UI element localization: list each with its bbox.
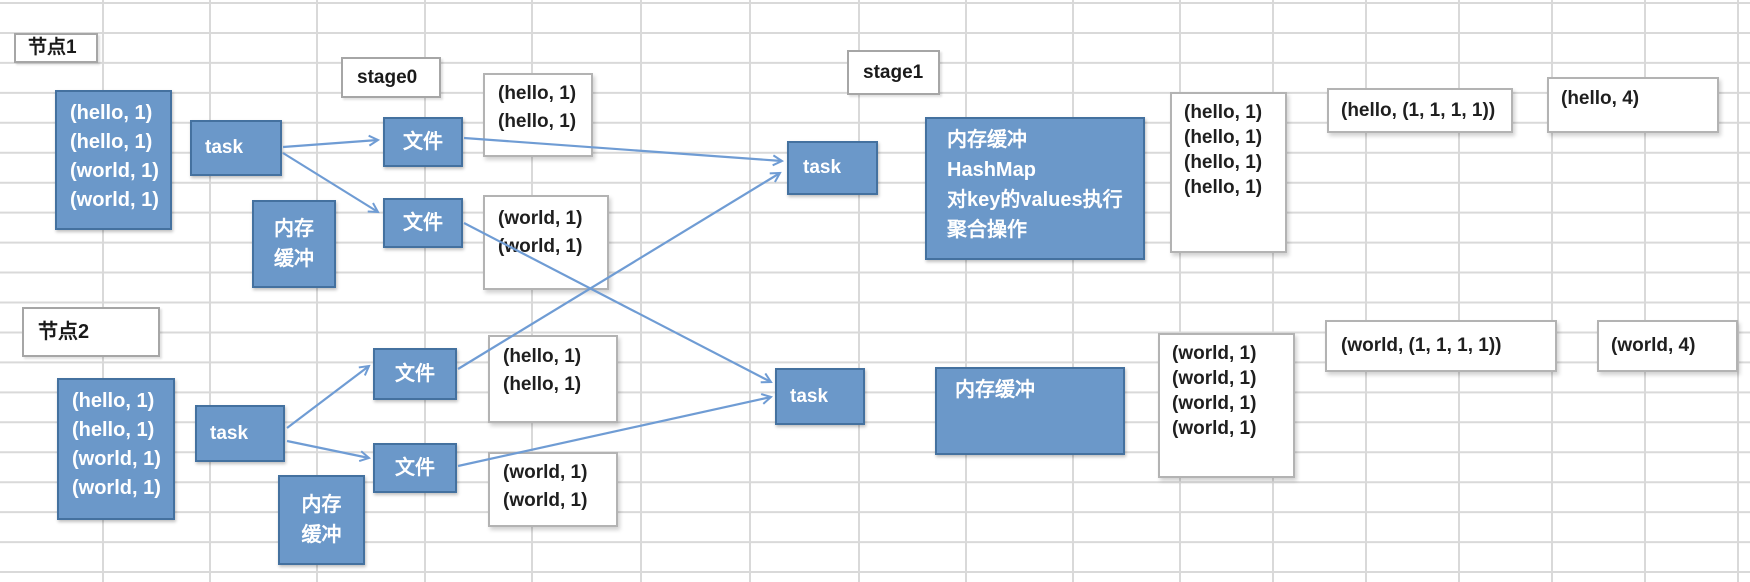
file-world-node1[interactable]: 文件	[383, 198, 463, 248]
hello-ones-list[interactable]: (hello, 1) (hello, 1) (hello, 1) (hello, 1)	[1170, 92, 1287, 253]
hashmap-aggregate-box-text: 聚合操作	[947, 219, 1027, 241]
world-grouped[interactable]: (world, (1, 1, 1, 1))	[1325, 320, 1557, 372]
connector-arrow-file-world-node2-to-task4-reduce-world[interactable]	[457, 393, 774, 468]
task1-text: task	[205, 137, 244, 158]
world-sum-text: (world, 4)	[1611, 335, 1696, 356]
connector-arrow-task2-to-file-hello-node2[interactable]	[286, 364, 371, 429]
node2-data[interactable]: (hello, 1) (hello, 1) (world, 1) (world, 1)	[57, 378, 175, 520]
membuf-node2-text: 内存	[301, 494, 342, 516]
hello-ones-list-text: (hello, 1)	[1184, 127, 1263, 148]
node1-data-text: (world, 1)	[70, 160, 159, 182]
stage1-label[interactable]: stage1	[847, 50, 940, 95]
file-hello-node2-text: 文件	[395, 363, 435, 385]
node1-data-text: (hello, 1)	[70, 102, 153, 124]
membuf-stage1-world[interactable]: 内存缓冲	[935, 367, 1125, 455]
connector-arrow-task2-to-file-world-node2[interactable]	[286, 439, 372, 463]
file-world-node1-text: 文件	[403, 212, 443, 234]
node1-label-text: 节点1	[28, 37, 77, 58]
out-hello-pair-node2-text: (hello, 1)	[503, 346, 582, 367]
membuf-node1-text: 内存	[274, 218, 314, 240]
connector-arrow-task1-to-file-world-node1[interactable]	[282, 152, 380, 214]
task3-reduce-hello[interactable]: task	[787, 141, 878, 195]
node1-data-text: (hello, 1)	[70, 131, 153, 153]
file-hello-node1-text: 文件	[403, 131, 443, 153]
hello-ones-list-text: (hello, 1)	[1184, 177, 1263, 198]
hello-ones-list-text: (hello, 1)	[1184, 102, 1263, 123]
world-ones-list-text: (world, 1)	[1172, 393, 1257, 414]
hello-grouped[interactable]: (hello, (1, 1, 1, 1))	[1327, 88, 1513, 133]
stage1-label-text: stage1	[863, 61, 924, 83]
task4-reduce-world-text: task	[790, 385, 829, 407]
out-hello-pair-node1-text: (hello, 1)	[498, 111, 577, 132]
hashmap-aggregate-box-text: 内存缓冲	[947, 129, 1027, 151]
node2-label-text: 节点2	[38, 321, 90, 343]
out-world-pair-node2-text: (world, 1)	[503, 462, 588, 483]
hashmap-aggregate-box[interactable]: 内存缓冲 HashMap 对key的values执行聚合操作	[925, 117, 1145, 260]
task4-reduce-world[interactable]: task	[775, 368, 865, 425]
stage0-label[interactable]: stage0	[341, 57, 441, 98]
hello-sum-text: (hello, 4)	[1561, 88, 1640, 109]
membuf-node1[interactable]: 内存缓冲	[252, 200, 336, 288]
membuf-stage1-world-text: 内存缓冲	[955, 379, 1035, 401]
membuf-node2-text: 缓冲	[301, 524, 342, 546]
hashmap-aggregate-box-text: HashMap	[947, 159, 1036, 181]
out-hello-pair-node2-text: (hello, 1)	[503, 374, 582, 395]
out-hello-pair-node1[interactable]: (hello, 1) (hello, 1)	[483, 73, 593, 157]
hashmap-aggregate-box-text: 对key的values执行	[947, 189, 1123, 211]
membuf-node1-text: 缓冲	[274, 248, 314, 270]
node2-label[interactable]: 节点2	[22, 307, 160, 357]
connector-arrow-file-hello-node2-to-task3-reduce-hello[interactable]	[457, 171, 782, 370]
task3-reduce-hello-text: task	[803, 157, 842, 178]
world-ones-list-text: (world, 1)	[1172, 343, 1257, 364]
world-sum[interactable]: (world, 4)	[1597, 320, 1738, 372]
task1[interactable]: task	[190, 120, 282, 176]
out-world-pair-node1-text: (world, 1)	[498, 236, 583, 257]
out-world-pair-node2-text: (world, 1)	[503, 490, 588, 511]
file-hello-node1[interactable]: 文件	[383, 117, 463, 167]
node1-data-text: (world, 1)	[70, 189, 159, 211]
file-world-node2-text: 文件	[395, 457, 435, 479]
task2-text: task	[210, 422, 249, 444]
file-world-node2[interactable]: 文件	[373, 443, 457, 493]
out-hello-pair-node1-text: (hello, 1)	[498, 83, 577, 104]
connector-arrow-file-hello-node1-to-task3-reduce-hello[interactable]	[463, 136, 785, 167]
connector-arrow-task1-to-file-hello-node1[interactable]	[282, 134, 381, 149]
node1-label[interactable]: 节点1	[14, 33, 98, 63]
world-ones-list[interactable]: (world, 1) (world, 1) (world, 1) (world, 1)	[1158, 333, 1295, 478]
node2-data-text: (world, 1)	[72, 477, 161, 499]
task2[interactable]: task	[195, 405, 285, 462]
out-hello-pair-node2[interactable]: (hello, 1) (hello, 1)	[488, 335, 618, 423]
connector-arrow-file-world-node1-to-task4-reduce-world[interactable]	[463, 222, 773, 384]
out-world-pair-node2[interactable]: (world, 1) (world, 1)	[488, 452, 618, 527]
hello-sum[interactable]: (hello, 4)	[1547, 77, 1719, 133]
node2-data-text: (hello, 1)	[72, 390, 155, 412]
stage0-label-text: stage0	[357, 66, 418, 88]
file-hello-node2[interactable]: 文件	[373, 348, 457, 400]
hello-grouped-text: (hello, (1, 1, 1, 1))	[1341, 99, 1496, 121]
world-ones-list-text: (world, 1)	[1172, 368, 1257, 389]
node2-data-text: (hello, 1)	[72, 419, 155, 441]
node2-data-text: (world, 1)	[72, 448, 161, 470]
node1-data[interactable]: (hello, 1) (hello, 1) (world, 1) (world, 1)	[55, 90, 172, 230]
membuf-node2[interactable]: 内存缓冲	[278, 475, 365, 565]
hello-ones-list-text: (hello, 1)	[1184, 152, 1263, 173]
world-grouped-text: (world, (1, 1, 1, 1))	[1341, 335, 1502, 356]
out-world-pair-node1-text: (world, 1)	[498, 208, 583, 229]
world-ones-list-text: (world, 1)	[1172, 418, 1257, 439]
